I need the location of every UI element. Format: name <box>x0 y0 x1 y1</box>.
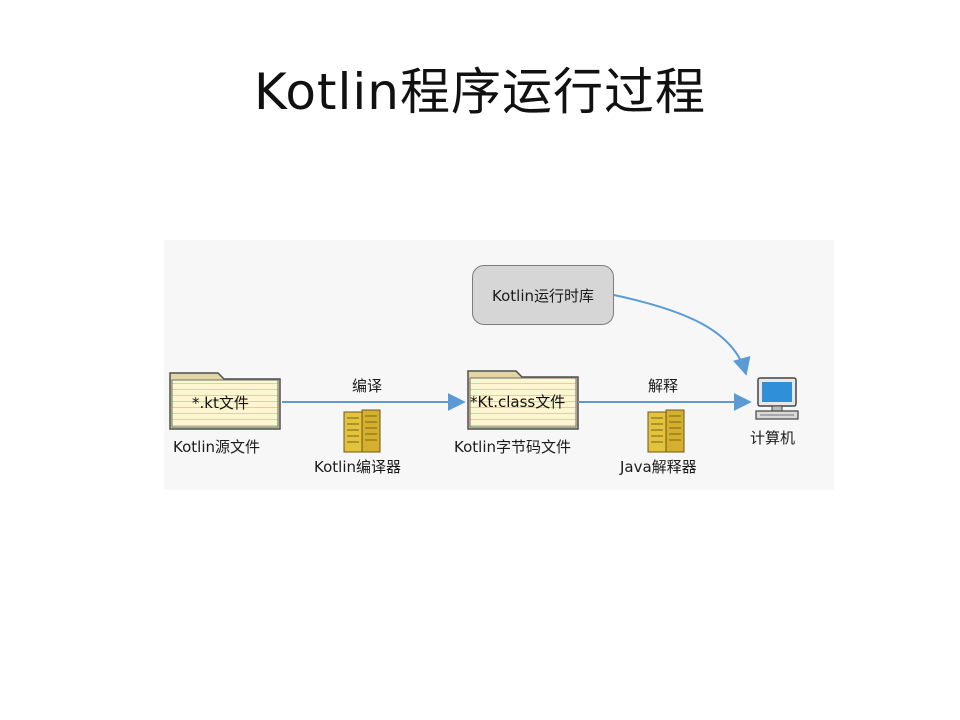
interpret-label: 解释 <box>648 377 679 395</box>
source-file-label: *.kt文件 <box>192 394 249 412</box>
compile-label: 编译 <box>352 377 383 395</box>
bytecode-file-caption: Kotlin字节码文件 <box>454 438 571 456</box>
java-interpreter-icon <box>647 409 685 453</box>
computer-caption: 计算机 <box>750 429 796 447</box>
runtime-to-computer-arrow <box>613 294 751 376</box>
kotlin-compiler-icon <box>343 409 381 453</box>
runtime-library-label: Kotlin运行时库 <box>492 286 594 305</box>
bytecode-file-label: *Kt.class文件 <box>470 393 566 411</box>
kotlin-compiler-caption: Kotlin编译器 <box>314 458 401 476</box>
kotlin-run-process-diagram: Kotlin运行时库 *.kt文件 Kotlin源文件 编译 Kotlin编译器… <box>164 240 834 490</box>
source-file-folder-icon <box>169 372 281 430</box>
diagram-graphics <box>169 294 799 453</box>
source-file-caption: Kotlin源文件 <box>173 438 260 456</box>
java-interpreter-caption: Java解释器 <box>620 458 697 476</box>
slide-title: Kotlin程序运行过程 <box>254 63 706 121</box>
runtime-library-box: Kotlin运行时库 <box>472 265 614 325</box>
bytecode-file-folder-icon <box>467 370 579 430</box>
computer-icon <box>755 377 799 420</box>
